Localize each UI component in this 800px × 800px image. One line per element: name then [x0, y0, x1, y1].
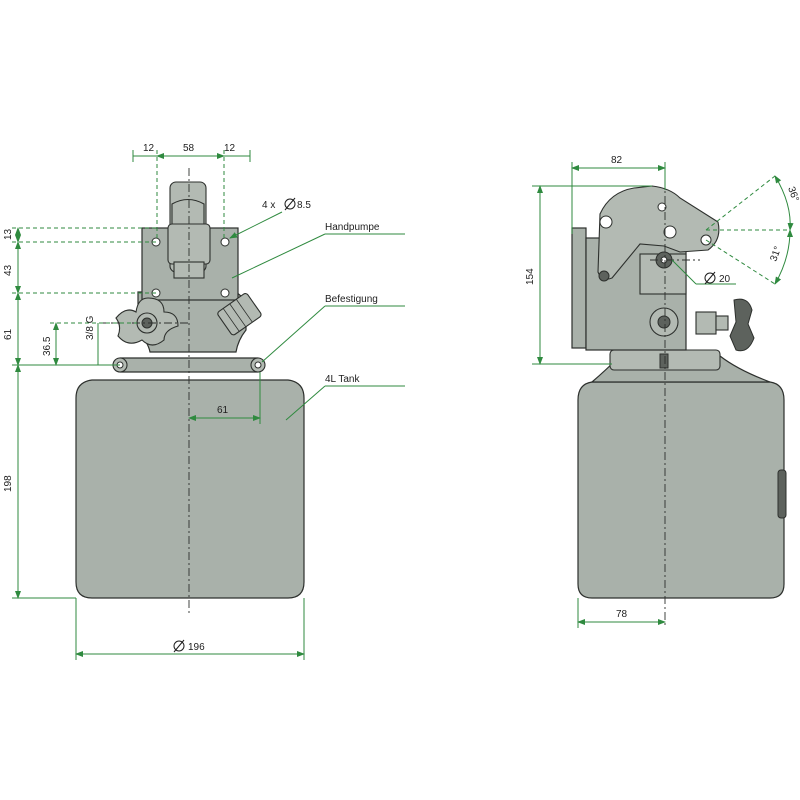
dim-angle-31: 31°: [768, 245, 784, 263]
side-tank: [577, 381, 785, 599]
diameter-symbol-196: [173, 639, 185, 653]
dim-angle-36: 36°: [785, 185, 800, 203]
dim-154: 154: [525, 268, 536, 285]
label-tank: 4L Tank: [325, 374, 360, 385]
dim-36-5: 36.5: [42, 336, 53, 356]
side-bracket: [571, 227, 587, 349]
dim-13: 13: [3, 228, 14, 240]
diameter-symbol-20: [704, 271, 716, 285]
dim-82: 82: [611, 155, 623, 166]
front-tank: [75, 379, 305, 599]
dim-diameter-20: 20: [719, 274, 731, 285]
dim-196: 196: [188, 642, 205, 653]
hole-spec: 4 x: [262, 200, 275, 211]
diameter-symbol: [284, 197, 296, 211]
dim-61-horizontal: 61: [217, 405, 229, 416]
side-dimensions: 82 154 36° 31° 20 78: [525, 155, 800, 628]
front-dimensions: 12 58 12 4 x 8.5 Handpumpe Befestigung 4…: [3, 143, 405, 660]
side-view: [571, 180, 787, 626]
dim-12-left: 12: [143, 143, 155, 154]
dim-61-vertical: 61: [3, 328, 14, 340]
label-handpumpe: Handpumpe: [325, 222, 380, 233]
dim-58: 58: [183, 143, 195, 154]
side-valve-handle: [729, 298, 755, 352]
hole-diameter: 8.5: [297, 200, 311, 211]
dim-thread: 3/8 G: [85, 315, 96, 340]
dim-78: 78: [616, 609, 628, 620]
dim-43: 43: [3, 264, 14, 276]
label-befestigung: Befestigung: [325, 294, 378, 305]
dim-12-right: 12: [224, 143, 236, 154]
front-view: [75, 168, 305, 616]
dim-198: 198: [3, 475, 14, 492]
